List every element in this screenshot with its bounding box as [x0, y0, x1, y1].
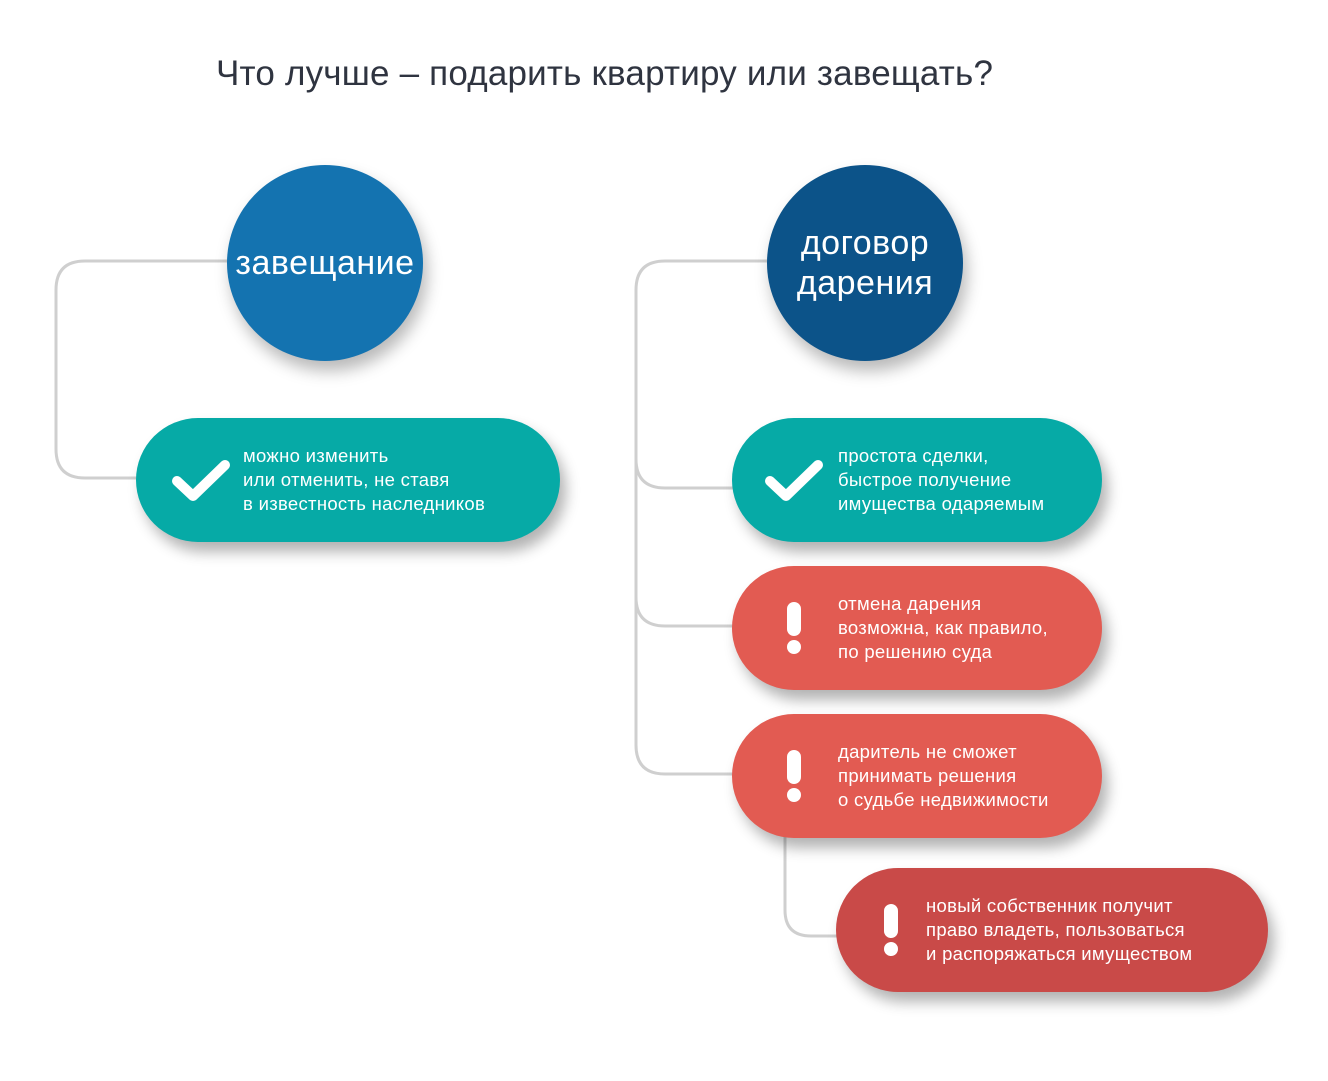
gift-warning-pill-revocation: отмена дарения возможна, как правило, по… [732, 566, 1102, 690]
connector-gift-trunk [634, 259, 767, 776]
gift-label-line1: договор [800, 224, 930, 262]
gift-contract-circle: договор дарения [767, 165, 963, 361]
gift-warning-pill-decisions: даритель не сможет принимать решения о с… [732, 714, 1102, 838]
gift-warning-pill-new-owner: новый собственник получит право владеть,… [836, 868, 1268, 992]
gift-warning-text-revocation: отмена дарения возможна, как правило, по… [838, 593, 1048, 662]
page-title: Что лучше – подарить квартиру или завеща… [216, 54, 994, 93]
exclamation-icon [856, 868, 926, 992]
gift-warning-text-decisions: даритель не сможет принимать решения о с… [838, 741, 1049, 810]
gift-label-line2: дарения [796, 264, 934, 302]
will-advantage-pill: можно изменить или отменить, не ставя в … [136, 418, 560, 542]
exclamation-icon [759, 714, 829, 838]
will-advantage-text: можно изменить или отменить, не ставя в … [243, 445, 486, 514]
connector-gift-2 [634, 596, 735, 628]
checkmark-icon [759, 418, 829, 542]
connector-will [54, 259, 228, 480]
will-circle: завещание [227, 165, 423, 361]
connector-gift-4 [783, 835, 840, 938]
exclamation-icon [759, 566, 829, 690]
gift-advantage-pill: простота сделки, быстрое получение имуще… [732, 418, 1102, 542]
checkmark-icon [166, 418, 236, 542]
gift-advantage-text: простота сделки, быстрое получение имуще… [838, 445, 1045, 514]
gift-warning-text-new-owner: новый собственник получит право владеть,… [926, 895, 1193, 964]
connector-gift-1 [634, 458, 735, 490]
will-label: завещание [235, 244, 415, 282]
